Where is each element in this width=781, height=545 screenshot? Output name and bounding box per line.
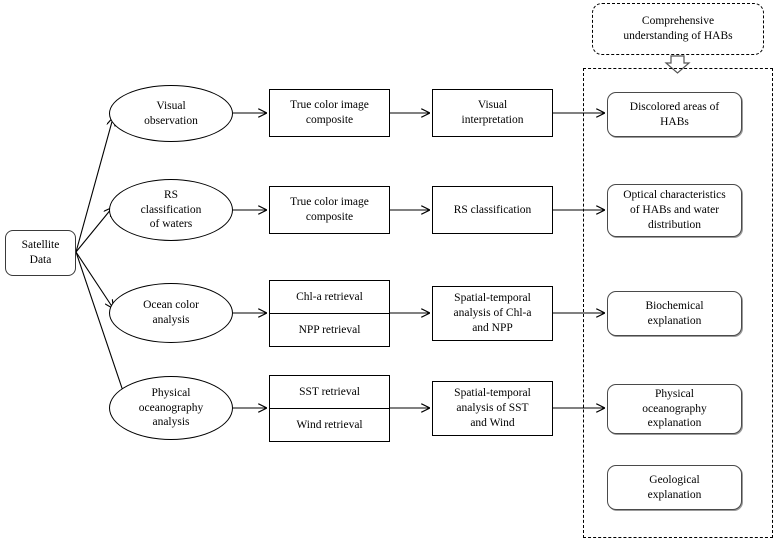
npp-retrieval-cell[interactable]: NPP retrieval	[270, 314, 389, 346]
rs-classification-analysis-line-1: RS classification	[453, 203, 532, 216]
biochemical-line-1: Biochemical	[645, 299, 704, 312]
optical-characteristics-line-2: of HABs and water	[629, 204, 720, 217]
rs-classification-line-1: RS	[163, 188, 179, 201]
sst-retrieval-cell[interactable]: SST retrieval	[270, 376, 389, 409]
spatial-temporal-sst-line-1: Spatial-temporal	[454, 387, 531, 400]
node-visual-interpretation[interactable]: Visual interpretation	[432, 89, 553, 137]
node-comprehensive-understanding[interactable]: Comprehensive understanding of HABs	[592, 3, 764, 55]
node-geological-explanation[interactable]: Geological explanation	[607, 465, 742, 510]
visual-observation-line-1: Visual	[156, 99, 186, 112]
rs-classification-line-2: classification	[140, 203, 202, 216]
spatial-temporal-sst-line-3: and Wind	[470, 416, 515, 429]
physical-oceanography-expl-line-1: Physical	[655, 387, 694, 400]
true-color-1-line-1: True color image	[290, 99, 369, 112]
true-color-2-line-2: composite	[305, 211, 354, 223]
comprehensive-line-1: Comprehensive	[641, 15, 715, 28]
node-spatial-temporal-sst-wind[interactable]: Spatial-temporal analysis of SST and Win…	[432, 381, 553, 436]
biochemical-line-2: explanation	[647, 314, 702, 327]
rs-classification-line-3: of waters	[149, 218, 193, 231]
outcomes-dashed-region	[583, 68, 773, 538]
physical-oceanography-expl-line-2: oceanography	[642, 402, 707, 415]
chla-retrieval-cell[interactable]: Chl-a retrieval	[270, 281, 389, 314]
discolored-areas-line-2: HABs	[660, 115, 689, 128]
ocean-color-line-1: Ocean color	[143, 299, 199, 312]
spatial-temporal-sst-line-2: analysis of SST	[456, 402, 529, 415]
physical-oceanography-line-1: Physical	[151, 386, 191, 399]
node-physical-oceanography-analysis[interactable]: Physical oceanography analysis	[109, 376, 233, 440]
node-true-color-image-composite-2[interactable]: True color image composite	[269, 186, 390, 234]
node-visual-observation[interactable]: Visual observation	[109, 85, 233, 142]
node-physical-oceanography-explanation[interactable]: Physical oceanography explanation	[607, 384, 742, 434]
npp-retrieval-label: NPP retrieval	[298, 323, 361, 336]
optical-characteristics-line-3: distribution	[647, 218, 702, 231]
optical-characteristics-line-1: Optical characteristics	[623, 189, 726, 202]
visual-observation-line-2: observation	[144, 114, 198, 127]
node-chla-npp-retrieval[interactable]: Chl-a retrieval NPP retrieval	[269, 280, 390, 347]
comprehensive-line-2: understanding of HABs	[623, 30, 733, 42]
ocean-color-line-2: analysis	[152, 314, 190, 326]
node-spatial-temporal-chla-npp[interactable]: Spatial-temporal analysis of Chl-a and N…	[432, 286, 553, 341]
visual-interpretation-line-1: Visual	[477, 99, 508, 112]
wind-retrieval-cell[interactable]: Wind retrieval	[270, 409, 389, 441]
visual-interpretation-line-2: interpretation	[461, 114, 524, 126]
spatial-temporal-chla-line-2: analysis of Chl-a	[453, 307, 532, 320]
node-optical-characteristics[interactable]: Optical characteristics of HABs and wate…	[607, 184, 742, 237]
true-color-2-line-1: True color image	[290, 196, 369, 209]
true-color-1-line-2: composite	[305, 114, 354, 126]
satellite-data-line-1: Satellite	[21, 239, 60, 252]
node-sst-wind-retrieval[interactable]: SST retrieval Wind retrieval	[269, 375, 390, 442]
wind-retrieval-label: Wind retrieval	[296, 418, 363, 431]
physical-oceanography-line-3: analysis	[152, 416, 190, 429]
physical-oceanography-line-2: oceanography	[138, 401, 204, 414]
node-rs-classification-analysis[interactable]: RS classification	[432, 186, 553, 234]
spatial-temporal-chla-line-3: and NPP	[472, 321, 513, 334]
geological-line-1: Geological	[649, 473, 700, 486]
node-satellite-data[interactable]: Satellite Data	[5, 230, 76, 276]
node-true-color-image-composite-1[interactable]: True color image composite	[269, 89, 390, 137]
spatial-temporal-chla-line-1: Spatial-temporal	[454, 292, 531, 305]
node-rs-classification-of-waters[interactable]: RS classification of waters	[109, 179, 233, 241]
node-biochemical-explanation[interactable]: Biochemical explanation	[607, 291, 742, 336]
chla-retrieval-label: Chl-a retrieval	[296, 290, 363, 303]
geological-line-2: explanation	[647, 488, 702, 501]
sst-retrieval-label: SST retrieval	[299, 385, 360, 398]
node-ocean-color-analysis[interactable]: Ocean color analysis	[109, 283, 233, 343]
node-discolored-areas-of-habs[interactable]: Discolored areas of HABs	[607, 92, 742, 137]
physical-oceanography-expl-line-3: explanation	[647, 417, 702, 430]
arrow-source-to-methods	[75, 118, 126, 400]
discolored-areas-line-1: Discolored areas of	[629, 100, 720, 113]
satellite-data-line-2: Data	[29, 254, 52, 266]
